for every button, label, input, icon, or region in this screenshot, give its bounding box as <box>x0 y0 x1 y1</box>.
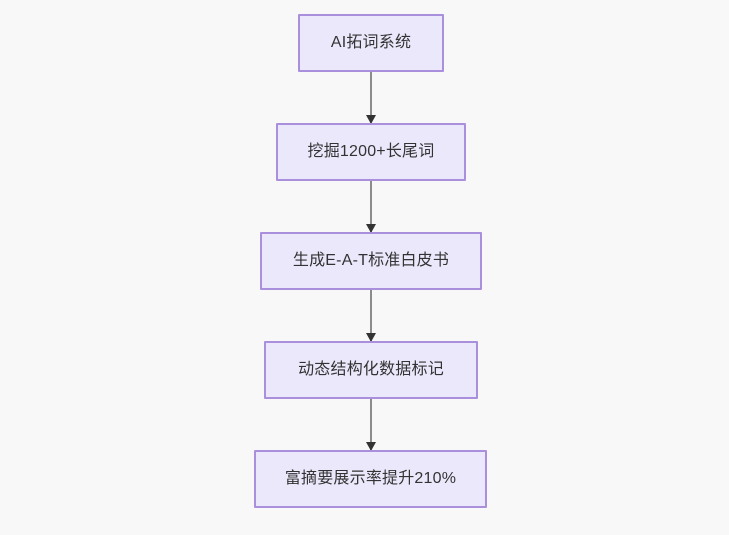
flow-node-label: 生成E-A-T标准白皮书 <box>292 252 450 269</box>
flow-node-rich-snippet-impression-uplift[interactable]: 富摘要展示率提升210% <box>254 450 487 508</box>
flow-node-ai-keyword-system[interactable]: AI拓词系统 <box>298 14 444 72</box>
flow-edge-n1-to-n2 <box>370 72 372 123</box>
flow-edge-n2-to-n3 <box>370 181 372 232</box>
flow-node-label: 动态结构化数据标记 <box>298 361 444 378</box>
flow-edge-n4-to-n5 <box>370 399 372 450</box>
flow-node-label: AI拓词系统 <box>330 34 412 51</box>
flow-edge-n3-to-n4 <box>370 290 372 341</box>
flow-node-mine-longtail-keywords[interactable]: 挖掘1200+长尾词 <box>276 123 466 181</box>
flow-node-label: 富摘要展示率提升210% <box>284 470 457 487</box>
flow-node-generate-eat-whitepaper[interactable]: 生成E-A-T标准白皮书 <box>260 232 482 290</box>
flow-node-label: 挖掘1200+长尾词 <box>307 143 435 160</box>
flow-node-dynamic-structured-data-markup[interactable]: 动态结构化数据标记 <box>264 341 478 399</box>
